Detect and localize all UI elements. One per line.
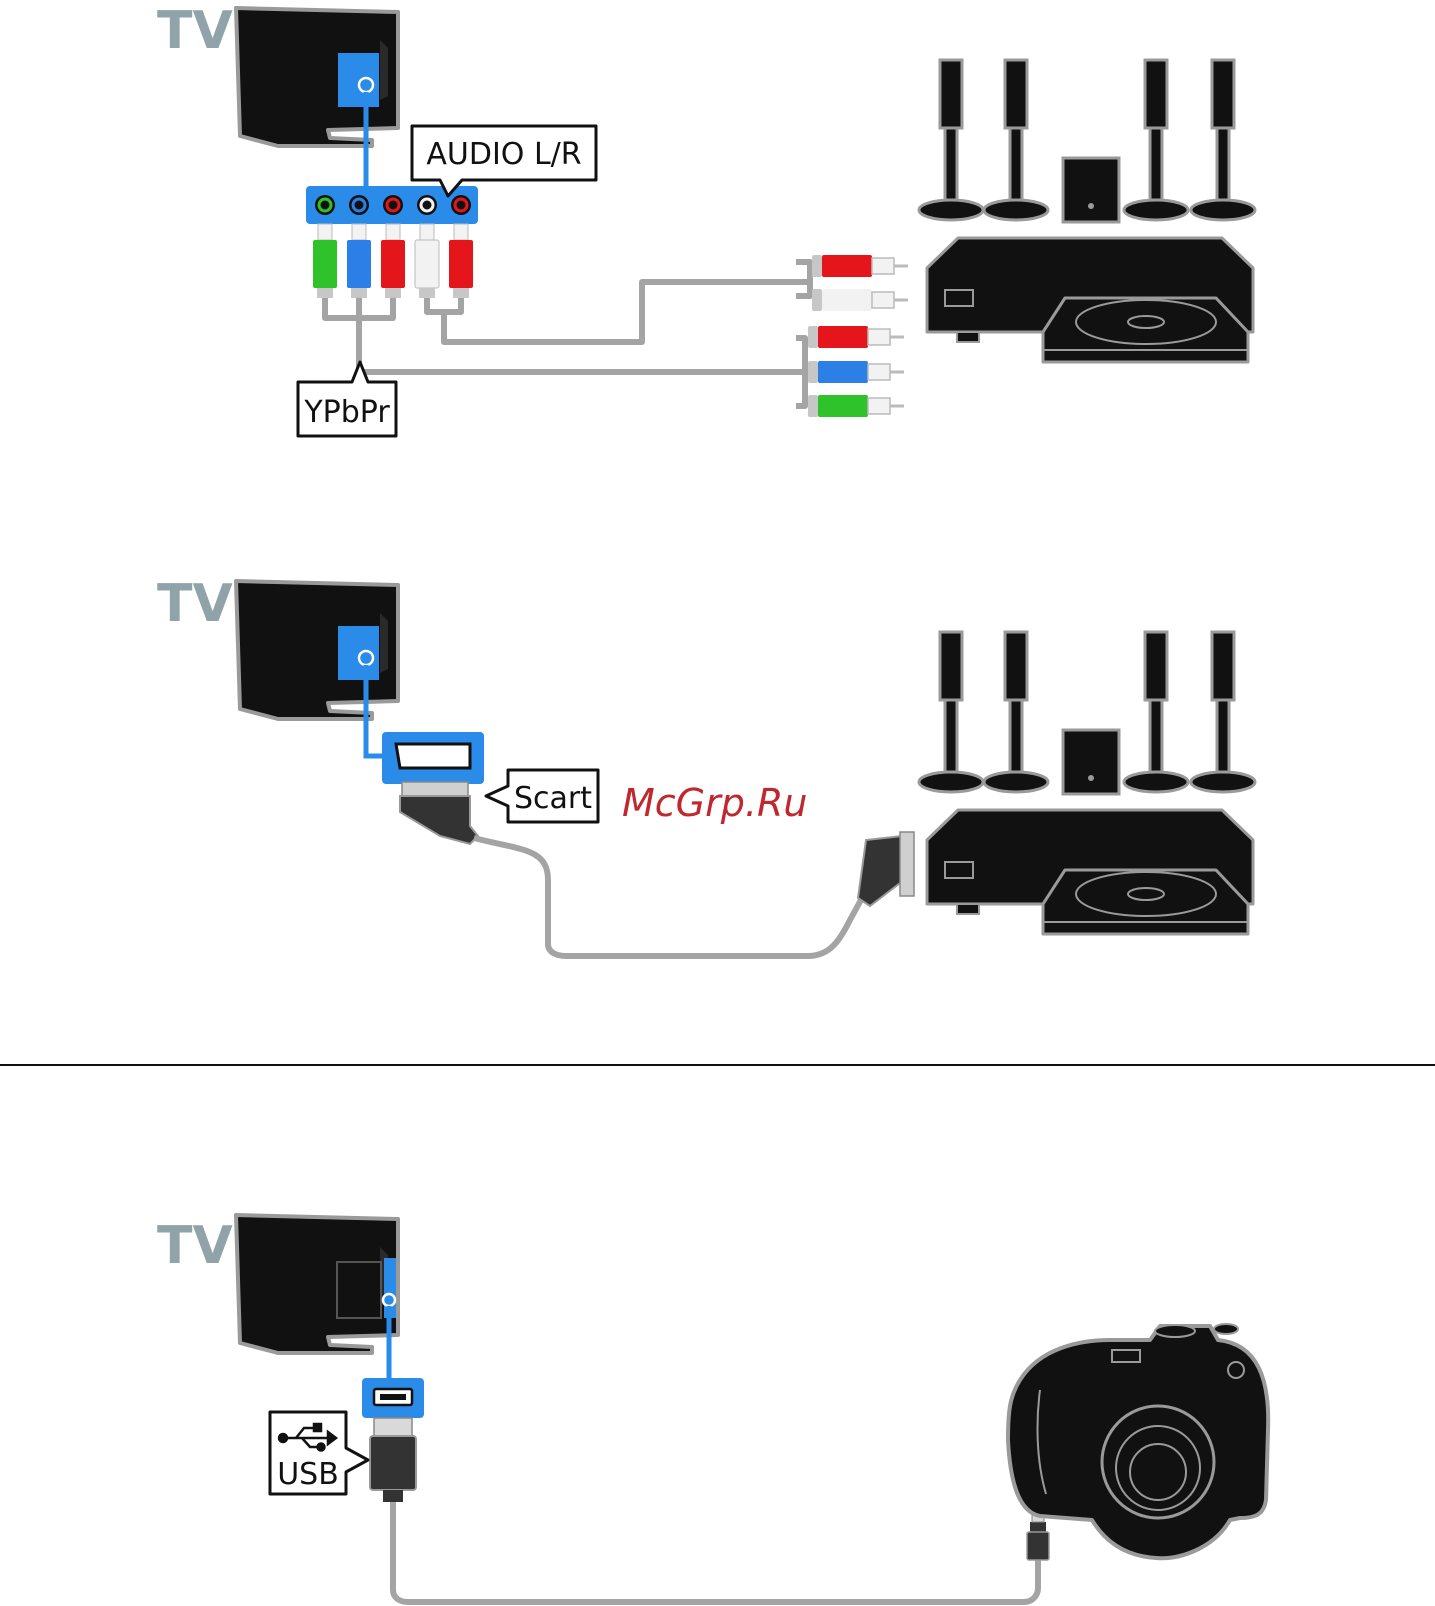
scart-callout-label: Scart xyxy=(514,781,592,816)
audio-callout: AUDIO L/R xyxy=(412,126,596,196)
usb-callout-label: USB xyxy=(277,1457,339,1492)
scart-plug-tv-side xyxy=(400,782,478,844)
tv-icon xyxy=(236,1215,398,1353)
scart-callout: Scart xyxy=(486,770,598,822)
tv-label: TV xyxy=(157,574,233,634)
video-callout-label: YPbPr xyxy=(303,395,390,430)
rca-plugs-player-side xyxy=(808,255,908,417)
tv-connector-panel xyxy=(338,626,379,680)
watermark: McGrp.Ru xyxy=(622,781,807,825)
audio-callout-label: AUDIO L/R xyxy=(426,137,581,172)
diagram-scart-connection: TV Scart McGrp.Ru xyxy=(157,574,1255,956)
usb-plug-tv-side xyxy=(370,1418,416,1502)
tv-label: TV xyxy=(157,1216,233,1276)
tv-label: TV xyxy=(157,1,233,61)
scart-plug-player-side xyxy=(858,832,914,906)
diagram-component-connection: TV xyxy=(157,1,1255,436)
diagram-usb-connection: TV xyxy=(157,1215,1268,1602)
usb-callout: USB xyxy=(270,1412,368,1494)
rca-plugs-tv-side xyxy=(313,224,473,298)
home-theater-icon xyxy=(919,60,1255,362)
scart-cable xyxy=(474,838,862,956)
tv-connector-panel xyxy=(338,53,379,107)
home-theater-icon xyxy=(919,632,1255,934)
camera-icon xyxy=(1008,1324,1268,1558)
usb-cable xyxy=(393,1502,1038,1602)
